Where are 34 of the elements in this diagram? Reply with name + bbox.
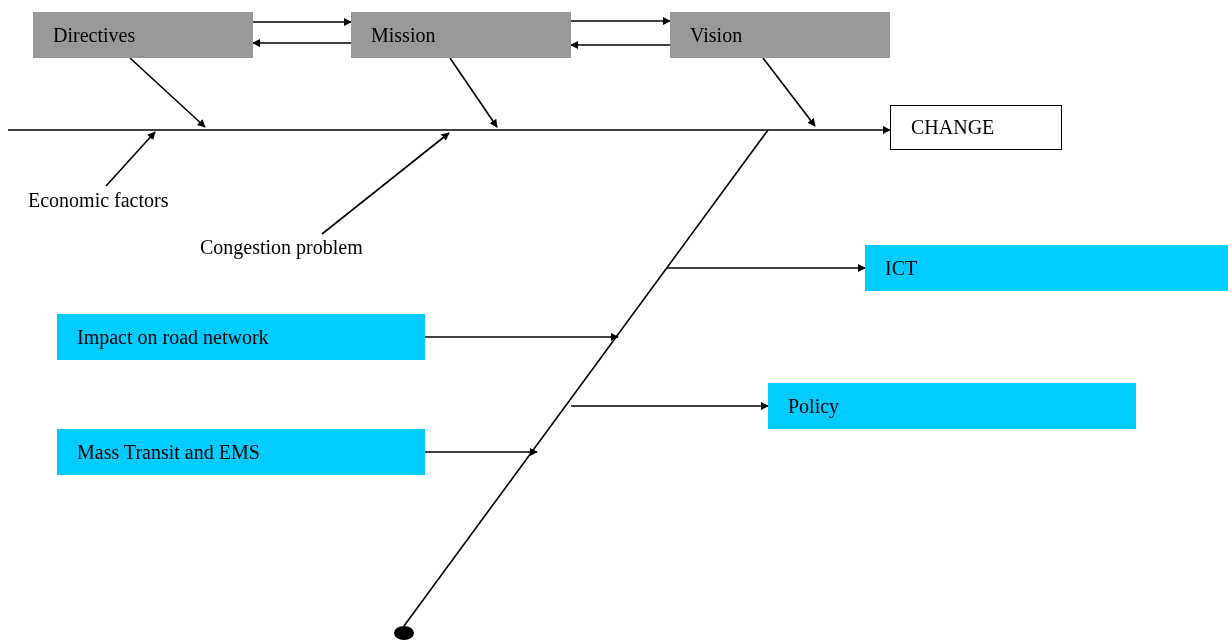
factor-box	[865, 245, 1228, 291]
connector-line	[403, 129, 769, 627]
arrow	[424, 333, 619, 341]
arrow	[105, 131, 156, 187]
arrow	[762, 57, 816, 127]
process-box	[670, 12, 890, 58]
box-label: Mission	[371, 23, 436, 47]
arrow	[7, 126, 891, 134]
arrow	[449, 57, 498, 128]
arrow	[424, 448, 538, 456]
arrow	[129, 57, 206, 128]
arrow	[666, 264, 866, 272]
process-box	[351, 12, 571, 58]
box-label: Vision	[690, 23, 743, 47]
result-box	[890, 105, 1062, 150]
arrow	[570, 41, 671, 49]
factor-box	[57, 314, 425, 360]
box-label: ICT	[885, 256, 918, 280]
box-label: CHANGE	[911, 116, 995, 139]
arrow	[570, 402, 769, 410]
arrow	[252, 18, 352, 26]
box-label: Mass Transit and EMS	[77, 440, 260, 464]
cause-label: Congestion problem	[200, 235, 363, 259]
box-label: Directives	[53, 23, 136, 47]
cause-label: Economic factors	[28, 188, 169, 212]
box-label: Impact on road network	[77, 325, 269, 349]
process-box	[33, 12, 253, 58]
arrow	[570, 17, 671, 25]
start-dot	[394, 626, 414, 640]
arrow	[321, 132, 450, 235]
factor-box	[57, 429, 425, 475]
factor-box	[768, 383, 1136, 429]
arrow	[252, 39, 352, 47]
box-label: Policy	[788, 394, 840, 418]
